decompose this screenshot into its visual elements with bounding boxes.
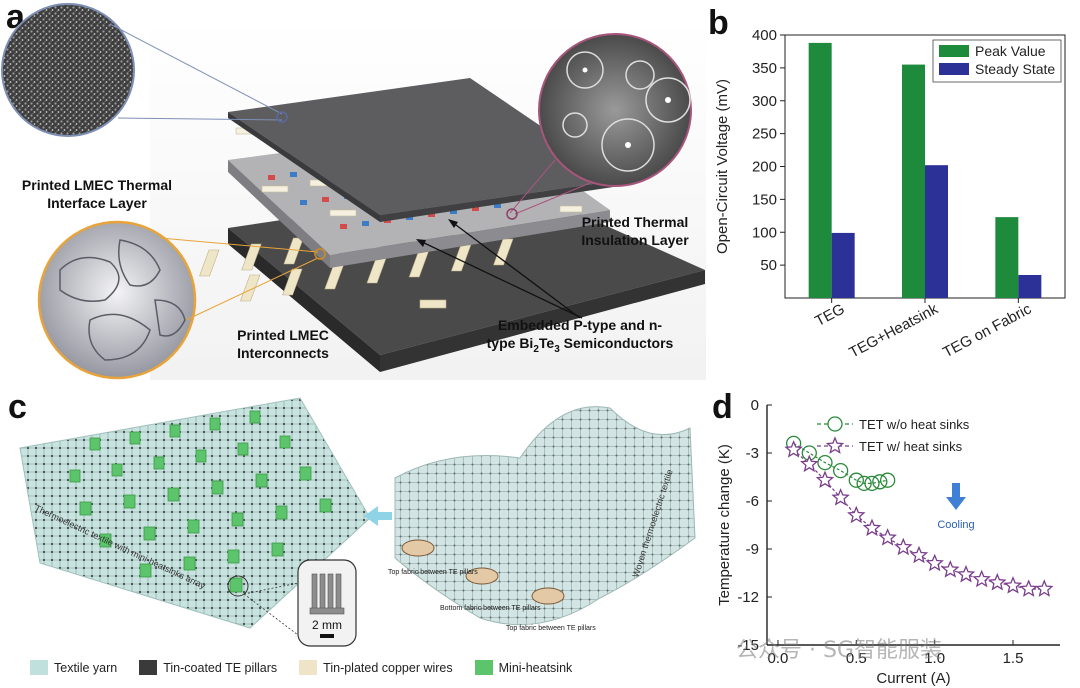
legend-marker xyxy=(825,436,845,454)
bar-peak-value xyxy=(995,217,1019,298)
data-point-circle xyxy=(872,474,888,490)
legend-item: Tin-coated TE pillars xyxy=(139,660,277,675)
data-point-star xyxy=(988,572,1007,591)
bar-peak-value xyxy=(808,42,832,298)
x-tick-label: 1.0 xyxy=(924,650,945,667)
y-tick-label: -6 xyxy=(746,493,759,510)
legend-item: Mini-heatsink xyxy=(474,660,572,675)
bar-steady-state xyxy=(1018,274,1042,298)
panel-label-b: b xyxy=(708,4,729,42)
svg-text:Top fabric between TE pillars: Top fabric between TE pillars xyxy=(388,569,478,576)
data-point-star xyxy=(862,518,882,537)
cooling-arrow-shaft xyxy=(952,483,960,497)
heatsink-zoom xyxy=(297,559,357,647)
legend-label: TET w/ heat sinks xyxy=(859,439,963,454)
arrow-left xyxy=(364,506,392,526)
label-semiconductors: Embedded P-type and n- type Bi2Te3 Semic… xyxy=(486,317,674,355)
bar-peak-value xyxy=(902,64,925,299)
data-point-star xyxy=(815,470,835,489)
y-tick-label: 400 xyxy=(752,27,777,44)
label-thermal-interface: Printed LMEC Thermal Interface Layer xyxy=(21,177,173,211)
x-tick-label: TEG xyxy=(812,301,847,330)
legend-swatch xyxy=(939,45,969,57)
y-tick-label: 0 xyxy=(751,397,759,414)
te-pillars xyxy=(401,539,565,605)
x-tick-label: 0.0 xyxy=(768,650,789,667)
svg-text:Bottom fabric between TE pilla: Bottom fabric between TE pillars xyxy=(440,605,541,612)
bar-steady-state xyxy=(925,165,948,298)
legend-label: Peak Value xyxy=(975,43,1046,59)
x-tick-label: 1.5 xyxy=(1003,650,1024,667)
y-tick-label: 350 xyxy=(752,60,777,77)
panel-a-illustration xyxy=(1,3,706,380)
data-point-star xyxy=(956,564,976,583)
data-point-star xyxy=(925,553,944,572)
inset-interconnects xyxy=(37,220,197,380)
data-point-circle xyxy=(864,475,880,492)
data-point-star xyxy=(1035,579,1054,597)
data-point-circle xyxy=(848,472,864,488)
top-plate xyxy=(228,78,620,222)
legend-swatch xyxy=(939,63,969,75)
x-axis-label: Current (A) xyxy=(876,670,950,687)
data-point-circle xyxy=(856,475,872,492)
label-interconnects: Printed LMEC Interconnects xyxy=(237,327,329,361)
label-thermal-insulation: Printed Thermal Insulation Layer xyxy=(581,214,689,248)
y-tick-label: -15 xyxy=(737,637,759,654)
x-tick-label: TEG+Heatsink xyxy=(846,300,941,361)
scale-label: 2 mm xyxy=(312,618,342,632)
cooling-annotation: Cooling xyxy=(937,519,974,531)
series-line xyxy=(793,449,1045,590)
data-point-star xyxy=(972,569,991,588)
legend-label: TET w/o heat sinks xyxy=(859,417,970,432)
panel-c-legend: Textile yarn Tin-coated TE pillars Tin-p… xyxy=(30,660,572,675)
x-tick-label: 0.5 xyxy=(846,650,867,667)
data-point-star xyxy=(847,505,866,524)
data-point-star xyxy=(1003,576,1023,594)
y-tick-label: 100 xyxy=(752,224,777,241)
data-point-star xyxy=(894,537,913,556)
panel-label-d: d xyxy=(712,388,733,426)
data-point-star xyxy=(941,560,960,578)
y-tick-label: -3 xyxy=(746,445,759,462)
data-point-circle xyxy=(879,472,896,488)
data-point-circle xyxy=(832,462,849,479)
y-tick-label: 200 xyxy=(752,159,777,176)
mini-heatsinks xyxy=(69,410,332,593)
bar-steady-state xyxy=(831,232,855,298)
x-tick-label: TEG on Fabric xyxy=(940,300,1035,361)
data-point-star xyxy=(800,454,819,473)
data-point-star xyxy=(1019,579,1038,597)
y-tick-label: 50 xyxy=(760,257,777,274)
panel-c-illustration: Thermoelectric textile with mini-heatsin… xyxy=(19,397,696,647)
legend-label: Steady State xyxy=(975,61,1055,77)
cooling-arrow-head xyxy=(946,497,966,510)
panel-label-c: c xyxy=(8,388,27,426)
series-line xyxy=(793,442,888,485)
inset-thermal-insulation xyxy=(538,33,692,187)
legend-item: Textile yarn xyxy=(30,660,117,675)
y-tick-label: 250 xyxy=(752,126,777,143)
y-axis-label: Temperature change (K) xyxy=(716,444,733,606)
data-point-circle xyxy=(817,454,833,471)
data-point-star xyxy=(784,440,803,458)
legend-marker xyxy=(827,416,843,432)
svg-text:Top fabric between TE pillars: Top fabric between TE pillars xyxy=(506,625,596,632)
inset-thermal-interface xyxy=(1,3,135,137)
data-point-star xyxy=(909,545,929,564)
watermark: 公众号 · SG智能服装 xyxy=(736,638,942,663)
legend-item: Tin-plated copper wires xyxy=(299,660,453,675)
data-point-star xyxy=(831,488,850,506)
data-point-star xyxy=(878,528,897,546)
y-tick-label: -12 xyxy=(737,589,759,606)
y-tick-label: 300 xyxy=(752,93,777,110)
y-tick-label: 150 xyxy=(752,191,777,208)
y-tick-label: -9 xyxy=(746,541,759,558)
y-axis-label: Open-Circuit Voltage (mV) xyxy=(714,79,731,254)
